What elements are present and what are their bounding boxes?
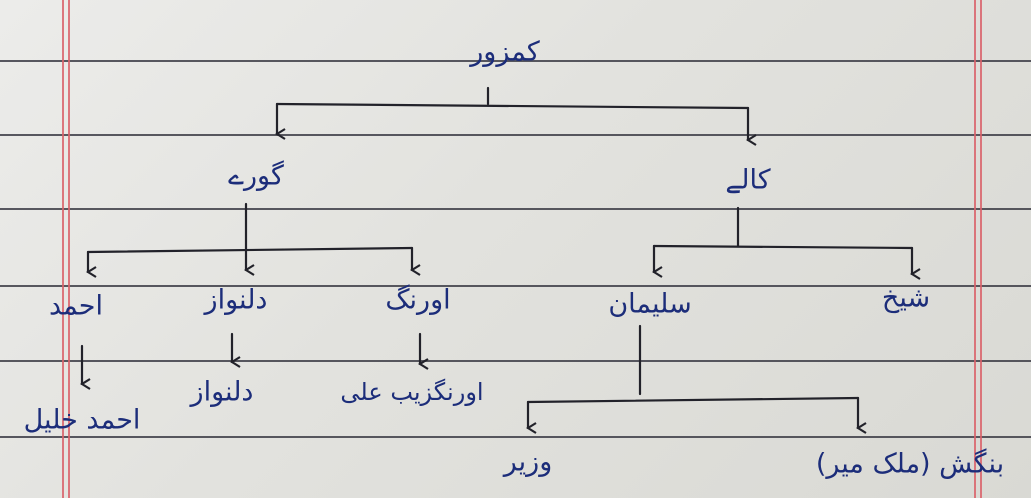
ruled-line xyxy=(0,436,1031,438)
node-aurang: اورنگ xyxy=(385,284,451,316)
node-gore: گورے xyxy=(228,160,284,192)
gore-bar xyxy=(86,246,414,254)
node-aurangzeb-ali: اورنگزیب علی xyxy=(340,378,484,406)
suleman-bar xyxy=(526,396,860,404)
kale-bar xyxy=(652,244,914,250)
node-kale: کالے xyxy=(725,164,771,196)
node-dilnawaz: دلنواز xyxy=(204,284,268,316)
ruled-line xyxy=(0,285,1031,287)
node-suleman: سلیمان xyxy=(608,288,692,320)
node-root: کمزور xyxy=(470,36,540,68)
node-malik-bangash: (ملک میر) بنگش xyxy=(815,448,1005,480)
margin-line-right xyxy=(974,0,976,498)
ruled-line xyxy=(0,60,1031,62)
ruled-line xyxy=(0,134,1031,136)
node-ahmad-khalil: احمد خلیل xyxy=(23,404,141,436)
margin-line-right-inner xyxy=(980,0,982,498)
node-ahmad: احمد xyxy=(49,290,103,322)
node-sheikh: شیخ xyxy=(881,282,931,314)
node-wazir: وزیر xyxy=(503,446,553,478)
ruled-line xyxy=(0,208,1031,210)
ruled-line xyxy=(0,360,1031,362)
node-dilnawaz-gen3: دلنواز xyxy=(190,376,254,408)
margin-line-left-inner xyxy=(68,0,70,498)
margin-line-left xyxy=(62,0,64,498)
root-bar xyxy=(275,102,750,110)
